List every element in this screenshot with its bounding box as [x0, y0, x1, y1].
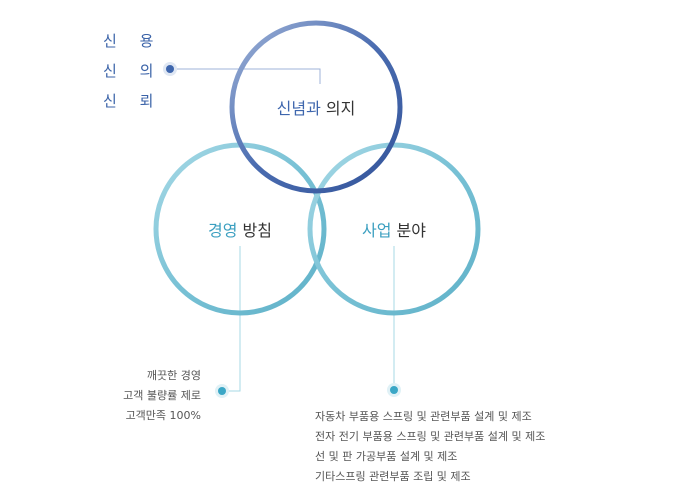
management-policy-list: 깨끗한 경영 고객 불량률 제로 고객만족 100%: [123, 366, 201, 426]
top-circle-label: 신념과 의지: [277, 95, 356, 119]
business-item: 기타스프링 관련부품 조립 및 제조: [315, 470, 471, 483]
left-circle-accent: 경영: [208, 221, 238, 240]
motto-line-1: 신 용: [103, 32, 163, 50]
motto-line-3: 신 뢰: [103, 92, 163, 110]
business-item: 자동차 부품용 스프링 및 관련부품 설계 및 제조: [315, 410, 532, 423]
left-circle-rest: 방침: [242, 221, 272, 240]
motto-line-2: 신 의: [103, 62, 163, 80]
business-area-list: 자동차 부품용 스프링 및 관련부품 설계 및 제조 전자 전기 부품용 스프링…: [315, 407, 545, 487]
left-circle-label: 경영 방침: [208, 217, 272, 241]
motto-text: 신 용 신 의 신 뢰: [103, 26, 162, 116]
policy-item: 고객만족 100%: [125, 409, 201, 422]
right-circle-label: 사업 분야: [362, 217, 426, 241]
ring-top-belief: [229, 20, 403, 194]
business-dot: [387, 383, 401, 397]
right-circle-accent: 사업: [362, 221, 392, 240]
business-item: 선 및 판 가공부품 설계 및 제조: [315, 450, 458, 463]
motto-connector-line: [170, 68, 321, 84]
policy-item: 깨끗한 경영: [146, 369, 201, 382]
top-circle-accent: 신념과: [276, 99, 321, 118]
policy-item: 고객 불량률 제로: [123, 389, 201, 402]
policy-connector-line: [224, 246, 241, 392]
top-circle-rest: 의지: [325, 99, 356, 118]
ring-right-business: [307, 142, 481, 316]
right-circle-rest: 분야: [396, 221, 426, 240]
business-item: 전자 전기 부품용 스프링 및 관련부품 설계 및 제조: [315, 430, 546, 443]
policy-dot: [215, 384, 229, 398]
motto-dot: [163, 62, 177, 76]
